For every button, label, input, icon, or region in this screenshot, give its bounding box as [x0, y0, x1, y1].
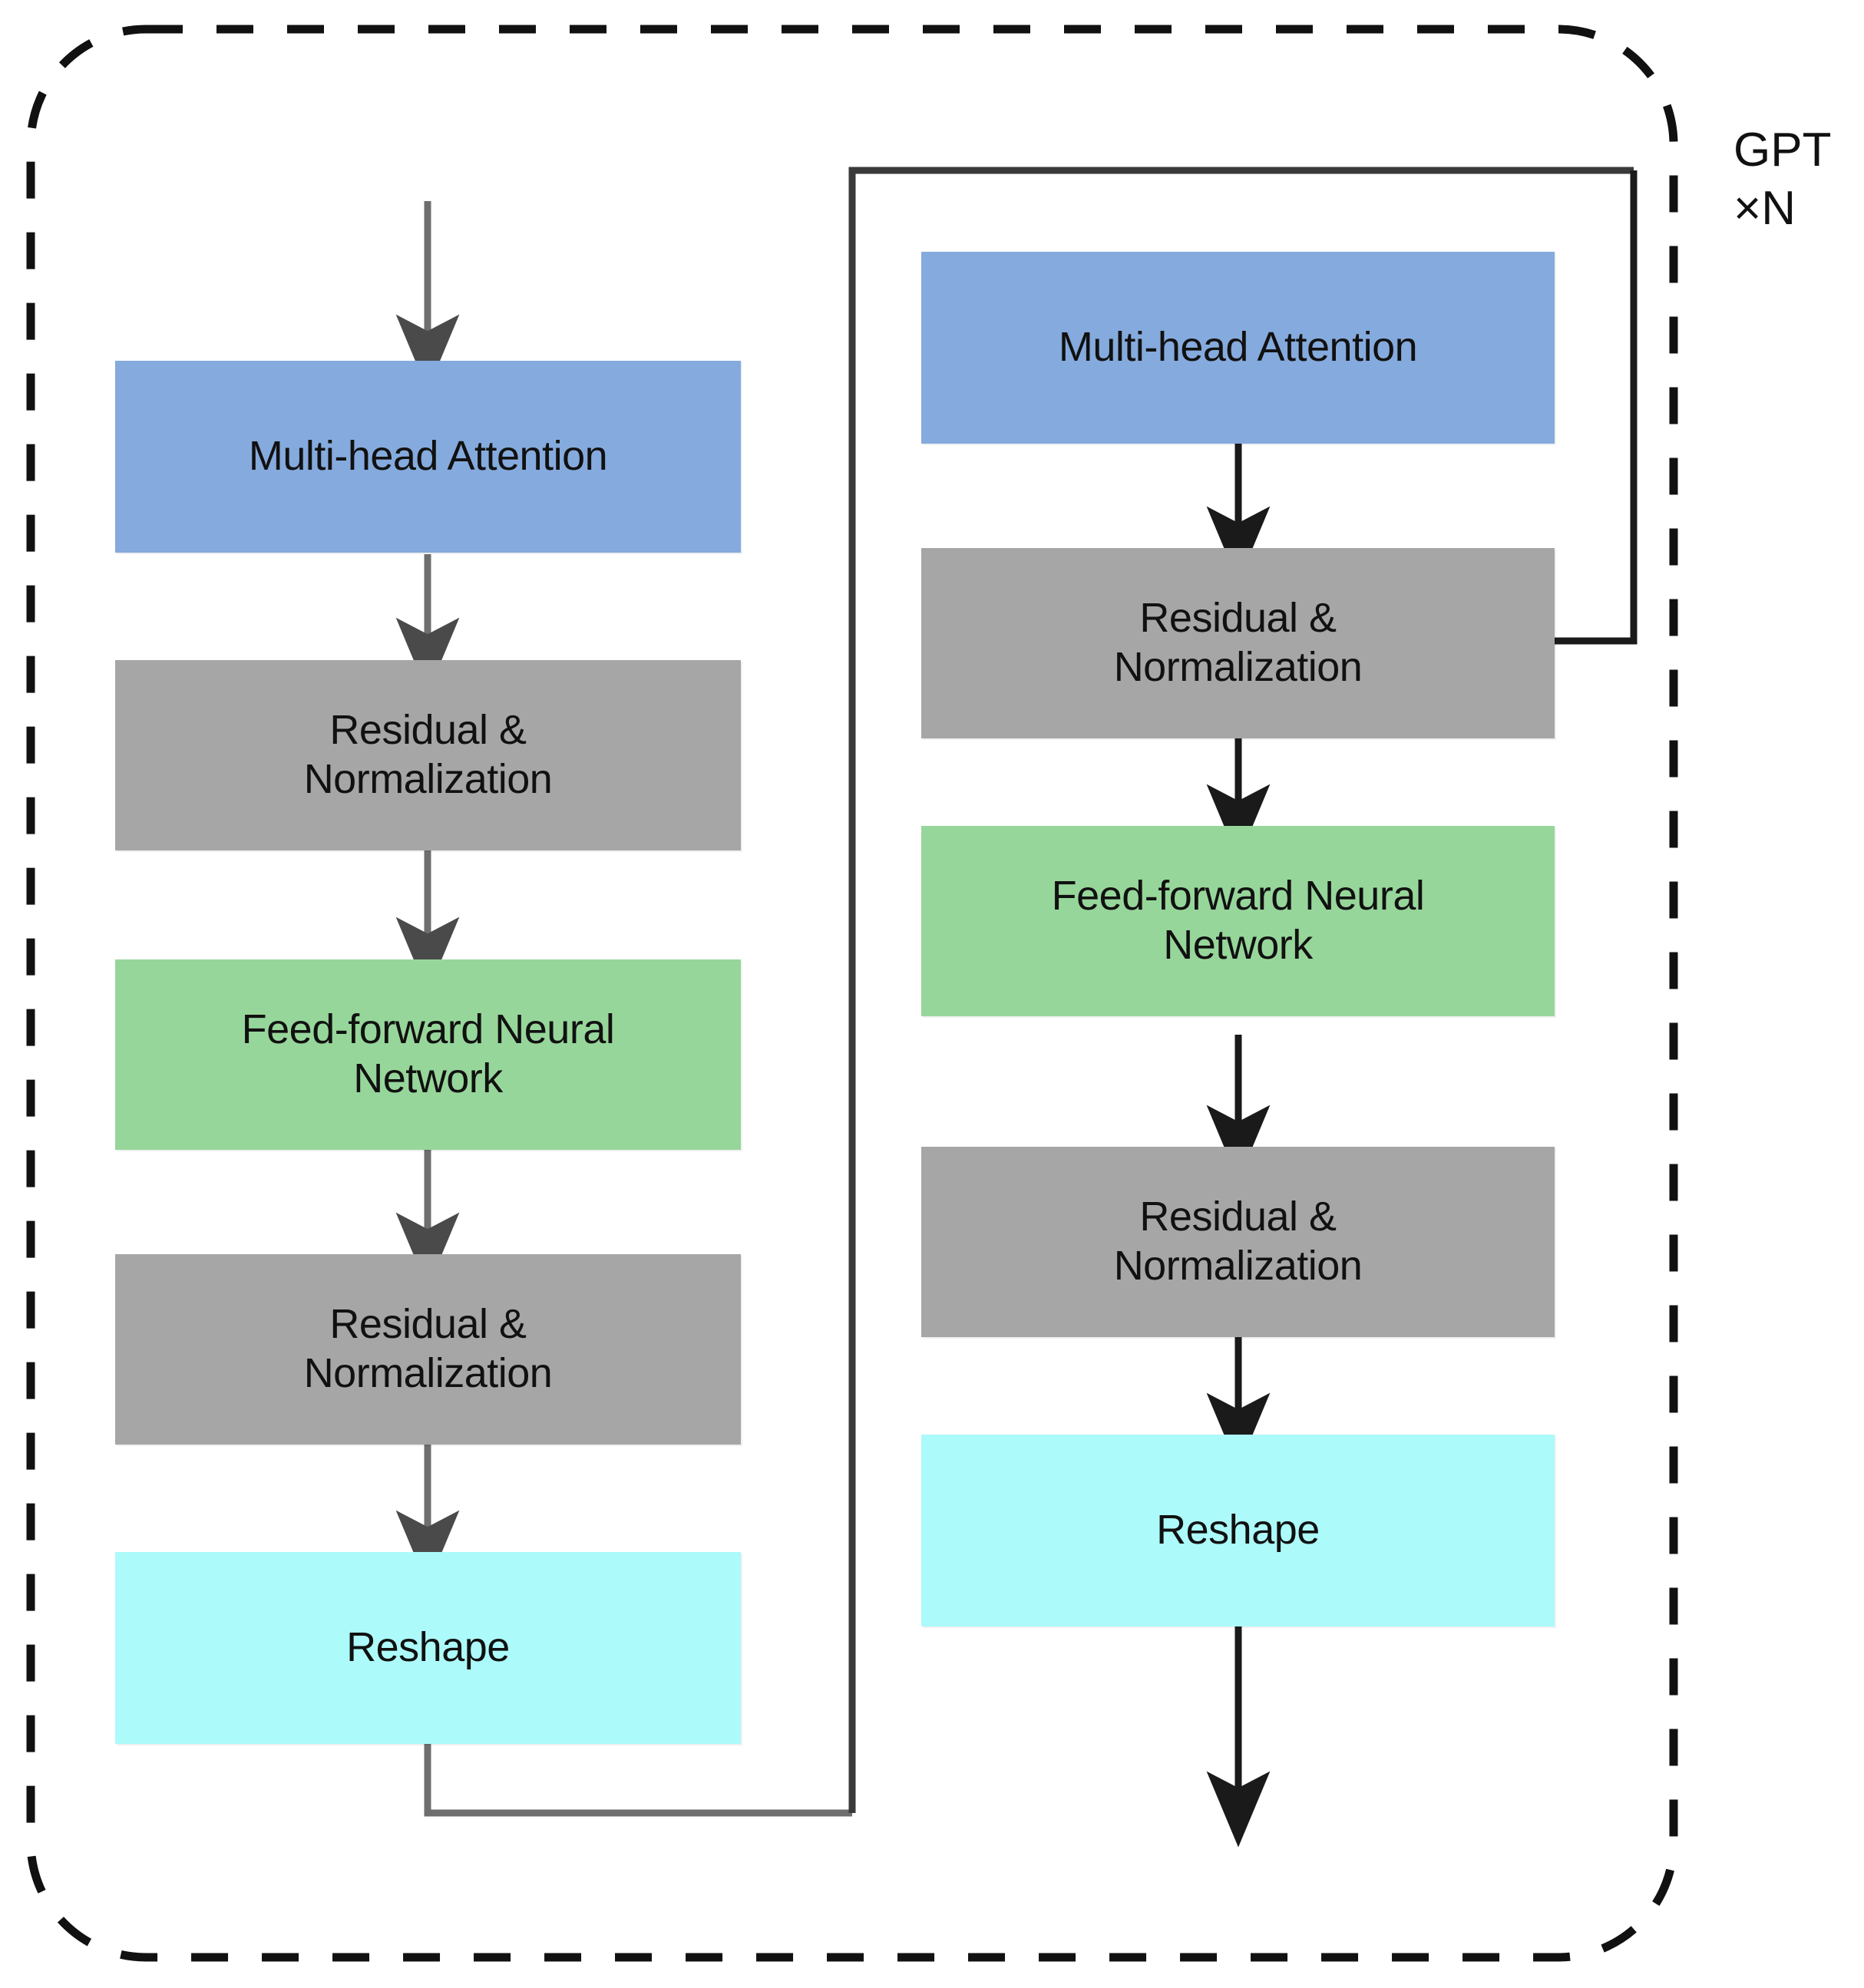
left-multi-head-attention-label: Multi-head Attention	[248, 433, 608, 480]
left-reshape-label: Reshape	[346, 1624, 510, 1671]
right-residual-normalization-1[interactable]: Residual & Normalization	[921, 548, 1555, 738]
right-multi-head-attention[interactable]: Multi-head Attention	[921, 252, 1555, 444]
left-residual-normalization-1[interactable]: Residual & Normalization	[115, 660, 741, 850]
right-multi-head-attention-label: Multi-head Attention	[1058, 324, 1418, 371]
right-column-riser-line	[848, 167, 1634, 1813]
right-reshape[interactable]: Reshape	[921, 1435, 1555, 1626]
right-reshape-label: Reshape	[1156, 1507, 1320, 1554]
left-residual-normalization-2-label: Residual & Normalization	[303, 1301, 553, 1396]
gpt-group-dashed-border	[26, 25, 1678, 1962]
gpt-group-label: GPT ×N	[1733, 124, 1832, 235]
right-residual-normalization-2-label: Residual & Normalization	[1113, 1194, 1363, 1289]
left-reshape[interactable]: Reshape	[115, 1552, 741, 1744]
right-residual-normalization-2[interactable]: Residual & Normalization	[921, 1147, 1555, 1337]
right-feed-forward-neural-network-label: Feed-forward Neural Network	[1051, 873, 1425, 968]
left-feed-forward-neural-network[interactable]: Feed-forward Neural Network	[115, 959, 741, 1150]
right-feed-forward-neural-network[interactable]: Feed-forward Neural Network	[921, 826, 1555, 1016]
left-residual-normalization-2[interactable]: Residual & Normalization	[115, 1254, 741, 1445]
left-feed-forward-neural-network-label: Feed-forward Neural Network	[241, 1006, 615, 1101]
right-residual-normalization-1-label: Residual & Normalization	[1113, 595, 1363, 690]
left-residual-normalization-1-label: Residual & Normalization	[303, 707, 553, 802]
left-reshape-to-right-column-elbow	[424, 1744, 852, 1817]
left-multi-head-attention[interactable]: Multi-head Attention	[115, 361, 741, 553]
